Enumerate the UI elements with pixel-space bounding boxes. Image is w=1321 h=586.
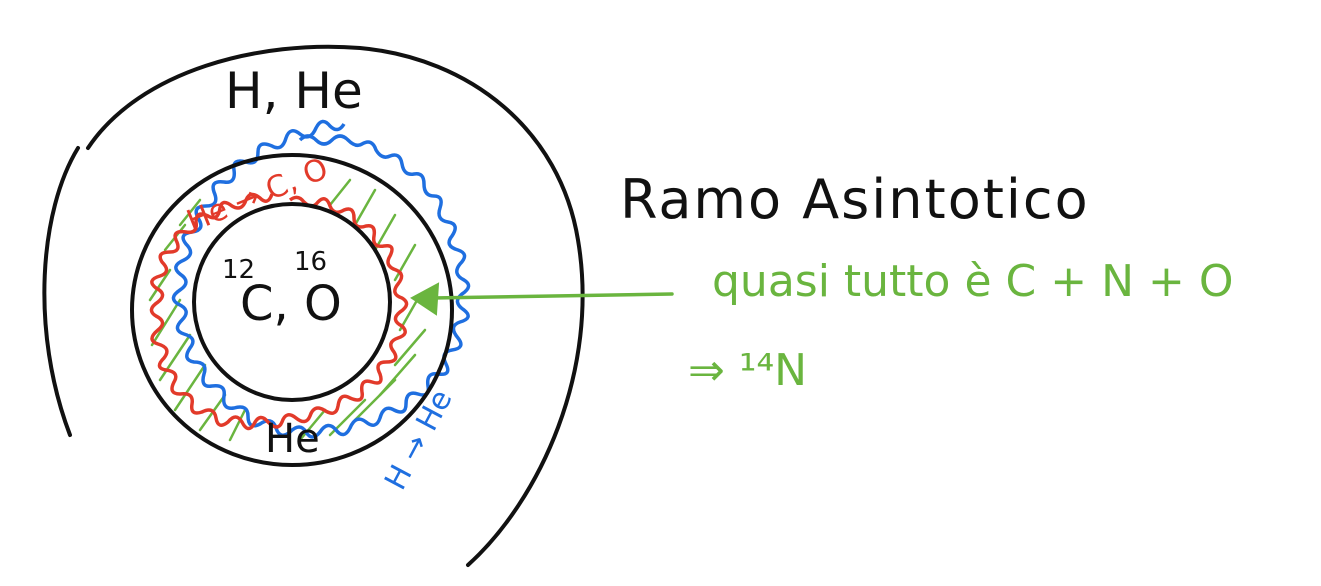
- helium-shell-boundary: [130, 153, 454, 467]
- hydrogen-burning-shell: [171, 119, 471, 439]
- blue-shell-label: H → He: [378, 384, 460, 496]
- outer-envelope-label: H, He: [225, 62, 363, 120]
- core-boundary: [192, 202, 392, 402]
- helium-layer-label: He: [265, 416, 320, 462]
- outer-envelope-arc: [86, 44, 585, 567]
- core-isotope-c: 12: [222, 255, 255, 285]
- core-isotope-o: 16: [294, 247, 327, 277]
- annotation-arrow-head: [410, 282, 440, 316]
- annotation-arrow-line: [430, 292, 674, 300]
- red-shell-label: He → C, O: [182, 151, 333, 239]
- diagram-title: Ramo Asintotico: [620, 168, 1090, 231]
- annotation-line-1: quasi tutto è C + N + O: [712, 256, 1233, 307]
- annotation-line-2: ⇒ ¹⁴N: [688, 345, 807, 396]
- outer-envelope-left-arc: [42, 146, 80, 437]
- helium-burning-shell: [149, 192, 409, 431]
- core-composition-label: C, O: [240, 276, 342, 332]
